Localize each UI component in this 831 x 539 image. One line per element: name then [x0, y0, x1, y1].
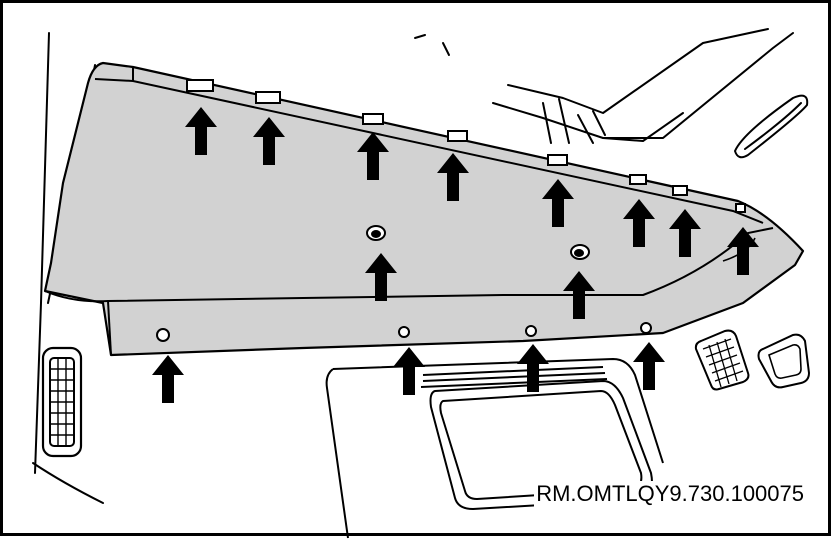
- headliner-panel: [43, 61, 805, 357]
- grab-handle: [734, 94, 809, 159]
- panel-top-edge: [94, 78, 764, 224]
- screw-hole-icon: [640, 322, 652, 334]
- windshield-frame-outer: [507, 28, 769, 114]
- clip-slot-icon: [672, 185, 688, 196]
- panel-fold-line: [44, 227, 774, 303]
- headliner-removal-diagram: [32, 28, 811, 539]
- vent-grille-slats: [50, 358, 74, 446]
- sunroof-outer: [325, 358, 664, 539]
- up-arrow-icon: [393, 347, 425, 395]
- clip-slot-icon: [629, 174, 647, 185]
- figure-reference-code: RM.OMTLQY9.730.100075: [534, 481, 806, 507]
- clip-slot-icon: [447, 130, 468, 142]
- clip-slot-icon: [186, 79, 214, 92]
- clip-slot-icon: [362, 113, 384, 125]
- sunroof-rail-3: [420, 378, 608, 388]
- vent-grille-right-slats: [702, 338, 744, 388]
- windshield-lower: [602, 112, 684, 142]
- clip-slot-icon: [735, 203, 746, 213]
- screw-hole-icon: [398, 326, 410, 338]
- screw-holes: [156, 225, 652, 342]
- screw-hole-icon: [156, 328, 170, 342]
- windshield-frame-inner: [492, 32, 794, 139]
- sunroof-rail-2: [422, 372, 606, 382]
- ceiling-mark-1: [414, 34, 426, 39]
- dome-light: [757, 333, 811, 389]
- screw-hole-icon: [371, 230, 381, 238]
- screw-hole-icon: [525, 325, 537, 337]
- clip-slot-icon: [547, 154, 568, 166]
- panel-lower-side: [107, 300, 112, 356]
- ceiling-mark-2: [442, 42, 450, 56]
- screw-hole-icon: [574, 249, 584, 257]
- up-arrow-icon: [152, 355, 184, 403]
- left-pillar-line: [34, 32, 50, 474]
- dome-light-lens: [768, 344, 802, 379]
- vent-grille-right: [694, 329, 750, 391]
- clip-slot-icon: [255, 91, 281, 104]
- top-edge-clips: [186, 79, 746, 213]
- ceiling-lower-features: [325, 358, 664, 539]
- sunroof-rail-1: [422, 366, 604, 376]
- grab-handle-inner: [744, 102, 802, 150]
- headliner-panel-surface: [43, 61, 805, 357]
- visor-bracket-1: [542, 98, 570, 144]
- vent-grille-left: [41, 346, 83, 458]
- left-trim-line: [32, 462, 104, 504]
- visor-bracket-2: [577, 110, 606, 144]
